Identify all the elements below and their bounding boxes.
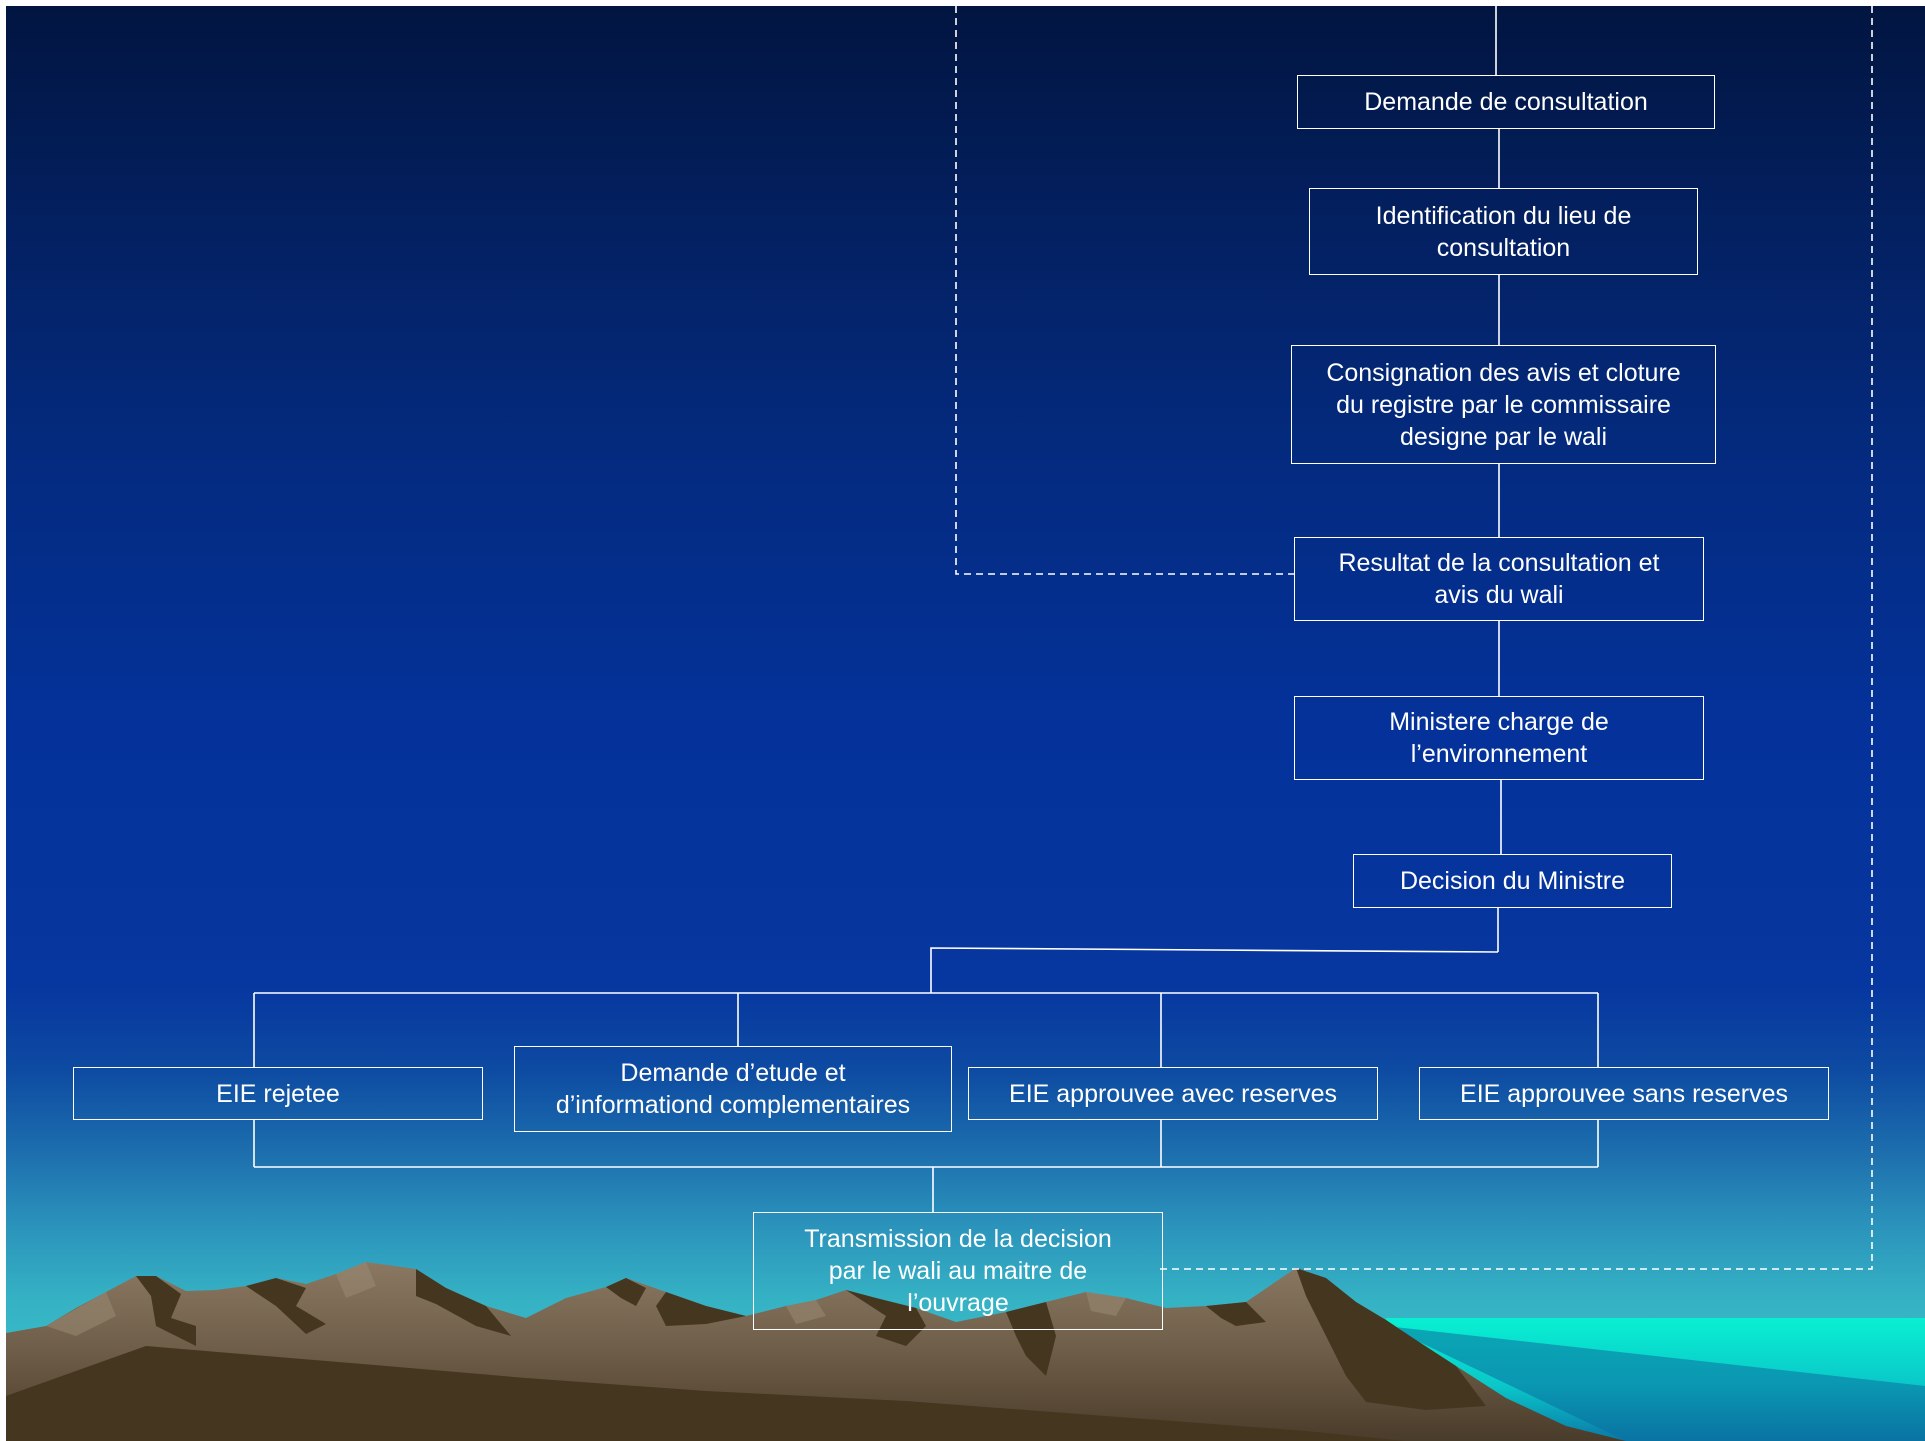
node-eie-sans-reserves: EIE approuvee sans reserves bbox=[1419, 1067, 1829, 1120]
mountain-shadows bbox=[6, 1268, 1486, 1441]
dashed-feedback-lines bbox=[955, 6, 1873, 1270]
solid-connectors bbox=[253, 6, 1599, 1212]
node-ministere: Ministere charge de l’environnement bbox=[1294, 696, 1704, 780]
node-demande-etude: Demande d’etude et d’informationd comple… bbox=[514, 1046, 952, 1132]
diagram-artwork bbox=[6, 6, 1925, 1441]
node-resultat-consultation: Resultat de la consultation et avis du w… bbox=[1294, 537, 1704, 621]
sea-shore bbox=[1386, 1326, 1925, 1441]
node-identification-lieu: Identification du lieu de consultation bbox=[1309, 188, 1698, 275]
mountain-highlights bbox=[46, 1262, 1126, 1336]
node-demande-consultation: Demande de consultation bbox=[1297, 75, 1715, 129]
node-eie-avec-reserves: EIE approuvee avec reserves bbox=[968, 1067, 1378, 1120]
dashed-left-loop bbox=[955, 6, 1294, 575]
node-decision-ministre: Decision du Ministre bbox=[1353, 854, 1672, 908]
node-transmission: Transmission de la decision par le wali … bbox=[753, 1212, 1163, 1330]
node-eie-rejetee: EIE rejetee bbox=[73, 1067, 483, 1120]
dashed-right-loop bbox=[1158, 6, 1873, 1270]
diagram-slide: Demande de consultation Identification d… bbox=[6, 6, 1925, 1441]
node-consignation-avis: Consignation des avis et cloture du regi… bbox=[1291, 345, 1716, 464]
